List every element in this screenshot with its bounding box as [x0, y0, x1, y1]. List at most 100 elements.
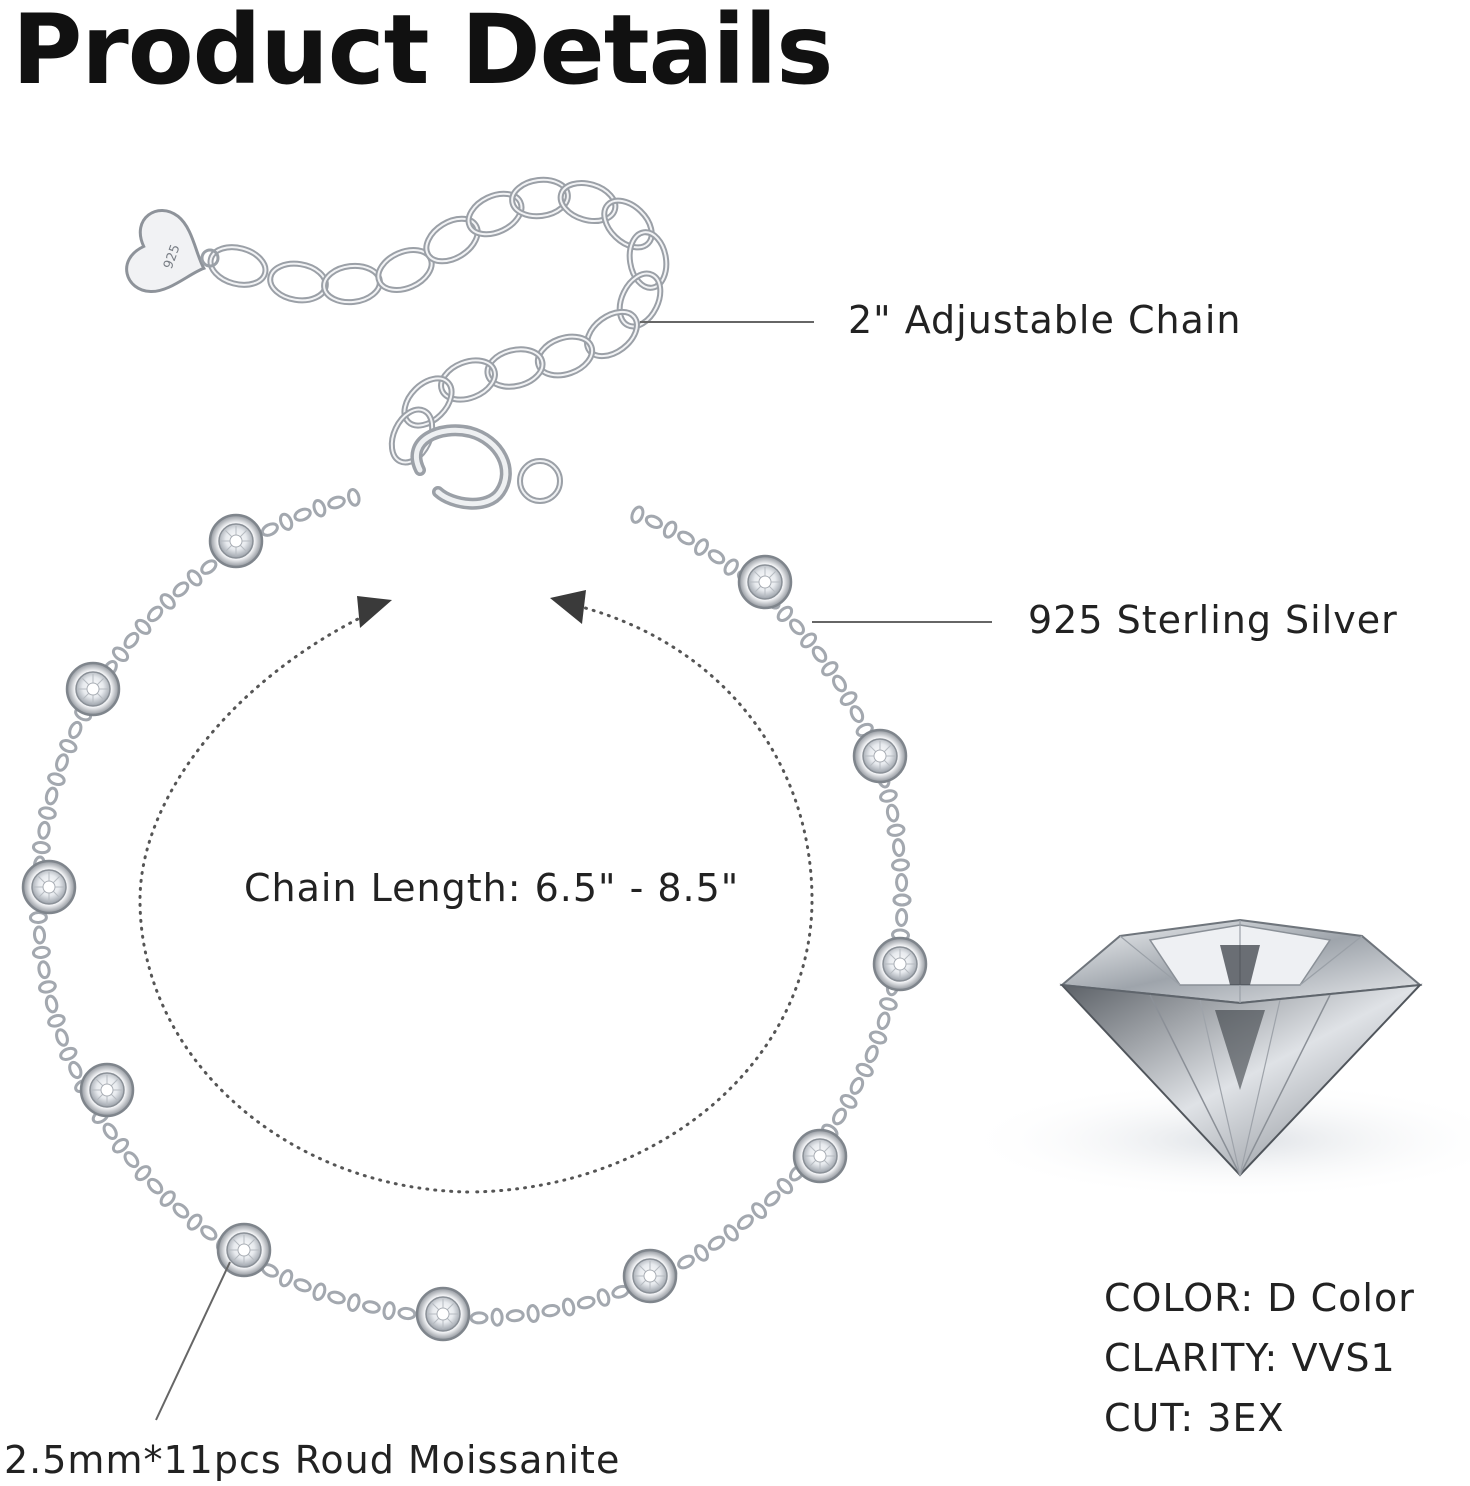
cable-link: [172, 1202, 190, 1219]
cable-link: [47, 1013, 66, 1028]
cable-link: [186, 1213, 203, 1231]
cable-link: [146, 1177, 164, 1195]
cable-link: [876, 1011, 891, 1031]
cable-link: [849, 1076, 865, 1095]
cable-link: [31, 841, 51, 855]
cable-link: [576, 1295, 596, 1310]
cable-link: [879, 789, 898, 803]
spec-clarity: CLARITY: VVS1: [1104, 1336, 1396, 1380]
cable-link: [895, 873, 909, 892]
bezel-stone: [737, 554, 793, 610]
extender-link: [267, 260, 329, 304]
callout-material: 925 Sterling Silver: [1028, 598, 1398, 642]
cable-link: [596, 1288, 611, 1307]
cable-link: [490, 1307, 504, 1327]
cable-link: [68, 720, 83, 740]
cable-link: [764, 1190, 781, 1207]
bezel-stone: [792, 1128, 848, 1184]
callout-adjustable-chain: 2" Adjustable Chain: [848, 298, 1242, 342]
cable-link: [134, 1165, 152, 1182]
bezel-stone: [852, 728, 908, 784]
cable-link: [677, 1254, 695, 1270]
extender-link: [626, 229, 670, 291]
cable-link: [776, 1177, 794, 1195]
moissanite-stones: [21, 513, 928, 1342]
cable-link: [694, 1244, 709, 1262]
cable-link: [505, 1309, 525, 1323]
leader-line-stones: [155, 1261, 231, 1421]
cable-link: [811, 645, 828, 663]
spec-color: COLOR: D Color: [1104, 1276, 1415, 1320]
cable-link: [839, 691, 858, 706]
cable-link: [362, 1300, 381, 1314]
arrow-right-icon: [550, 590, 586, 624]
cable-link: [723, 1224, 739, 1242]
cable-link: [327, 495, 346, 510]
spec-cut: CUT: 3EX: [1104, 1396, 1285, 1440]
cable-link: [886, 823, 906, 837]
cable-link: [707, 1235, 726, 1251]
cable-link: [312, 498, 327, 518]
chain-length-arc-right: [468, 602, 814, 1194]
cable-link: [832, 1107, 847, 1126]
chain-length-arc-left: [138, 610, 472, 1194]
cable-link: [526, 1304, 540, 1323]
cable-link: [111, 1137, 130, 1154]
cable-link: [32, 925, 47, 945]
bezel-stone: [622, 1248, 678, 1304]
cable-link: [832, 674, 847, 693]
cable-link: [864, 1044, 879, 1064]
bezel-stone: [216, 1222, 272, 1278]
cable-link: [44, 786, 59, 806]
arrow-left-icon: [357, 596, 392, 628]
extender-link: [484, 346, 546, 390]
cable-link: [839, 1094, 858, 1109]
cable-link: [723, 558, 739, 576]
cable-link: [134, 618, 152, 635]
extender-link: [423, 215, 481, 265]
cable-link: [561, 1297, 576, 1317]
cable-link: [37, 960, 51, 980]
cable-link: [630, 505, 645, 524]
bezel-stone: [872, 936, 928, 992]
cable-link: [662, 520, 678, 539]
extender-chain: [207, 176, 670, 466]
cable-link: [123, 631, 140, 649]
cable-link: [59, 1046, 78, 1061]
page-title: Product Details: [12, 0, 833, 106]
cable-link: [123, 1151, 140, 1169]
cable-link: [895, 908, 909, 927]
callout-chain-length: Chain Length: 6.5" - 8.5": [244, 866, 740, 910]
cable-link: [47, 772, 66, 787]
cable-link: [868, 1030, 888, 1045]
cable-link: [55, 753, 69, 772]
cable-link: [68, 1060, 83, 1080]
lobster-clasp: [410, 424, 563, 510]
cable-link: [59, 739, 78, 754]
cable-link: [891, 858, 910, 872]
bezel-stone: [415, 1286, 471, 1342]
cable-link: [312, 1282, 327, 1302]
cable-link: [707, 549, 726, 565]
callout-stones: 2.5mm*11pcs Roud Moissanite: [4, 1438, 621, 1482]
extender-link: [438, 357, 498, 403]
cable-link: [382, 1301, 396, 1321]
extender-link: [534, 333, 596, 379]
cable-link: [800, 632, 818, 649]
cable-link: [31, 945, 51, 959]
cable-link: [278, 1269, 294, 1288]
cable-link: [38, 806, 57, 820]
cable-link: [347, 1293, 361, 1312]
cable-link: [855, 1062, 874, 1078]
extender-link: [616, 270, 664, 330]
cable-link: [186, 569, 203, 587]
cable-link: [788, 618, 806, 636]
cable-link: [28, 910, 48, 925]
cable-link: [200, 559, 218, 575]
cable-link: [644, 514, 663, 529]
bezel-stone: [65, 661, 121, 717]
cable-link: [159, 593, 176, 610]
extender-link: [207, 244, 269, 288]
cable-link: [200, 1225, 218, 1241]
